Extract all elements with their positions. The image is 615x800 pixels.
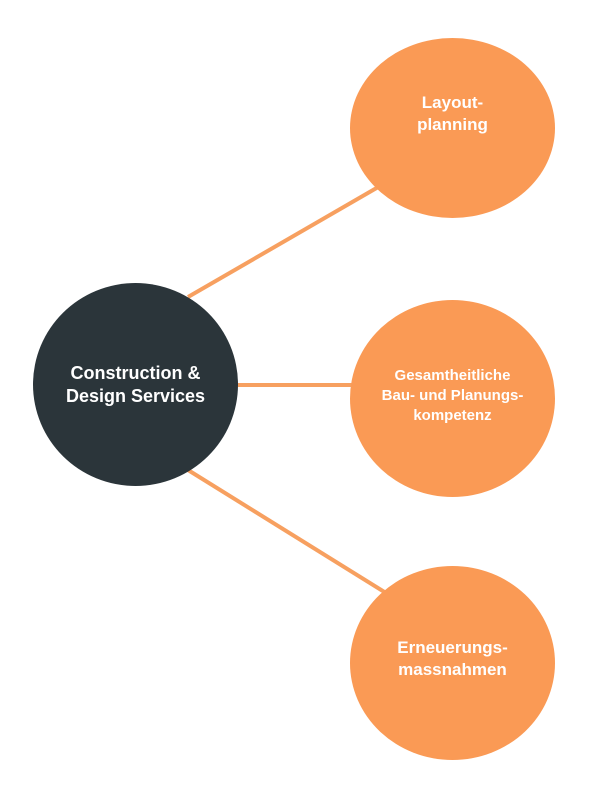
center-label-line: Construction & [70, 362, 201, 383]
connector-layout [186, 184, 382, 299]
branch-node-kompetenz: Gesamtheitliche Bau- und Planungs- kompe… [350, 300, 555, 497]
branch-label-line: Layout- [421, 93, 484, 112]
branch-label-line: Gesamtheitliche [394, 366, 511, 384]
branch-label-line: Bau- und Planungs- [381, 386, 524, 404]
branch-node-erneuerungsmassnahmen: Erneuerungs- massnahmen [350, 566, 555, 760]
connector-erneuerung [186, 468, 388, 595]
center-label-line: Design Services [65, 385, 206, 406]
branch-node-layout-planning: Layout- planning [350, 38, 555, 218]
branch-label-line: kompetenz [413, 406, 492, 424]
branch-label-line: planning [417, 115, 488, 134]
branch-label-line: massnahmen [398, 660, 507, 679]
center-node: Construction & Design Services [33, 283, 238, 486]
branch-label-line: Erneuerungs- [397, 638, 508, 657]
